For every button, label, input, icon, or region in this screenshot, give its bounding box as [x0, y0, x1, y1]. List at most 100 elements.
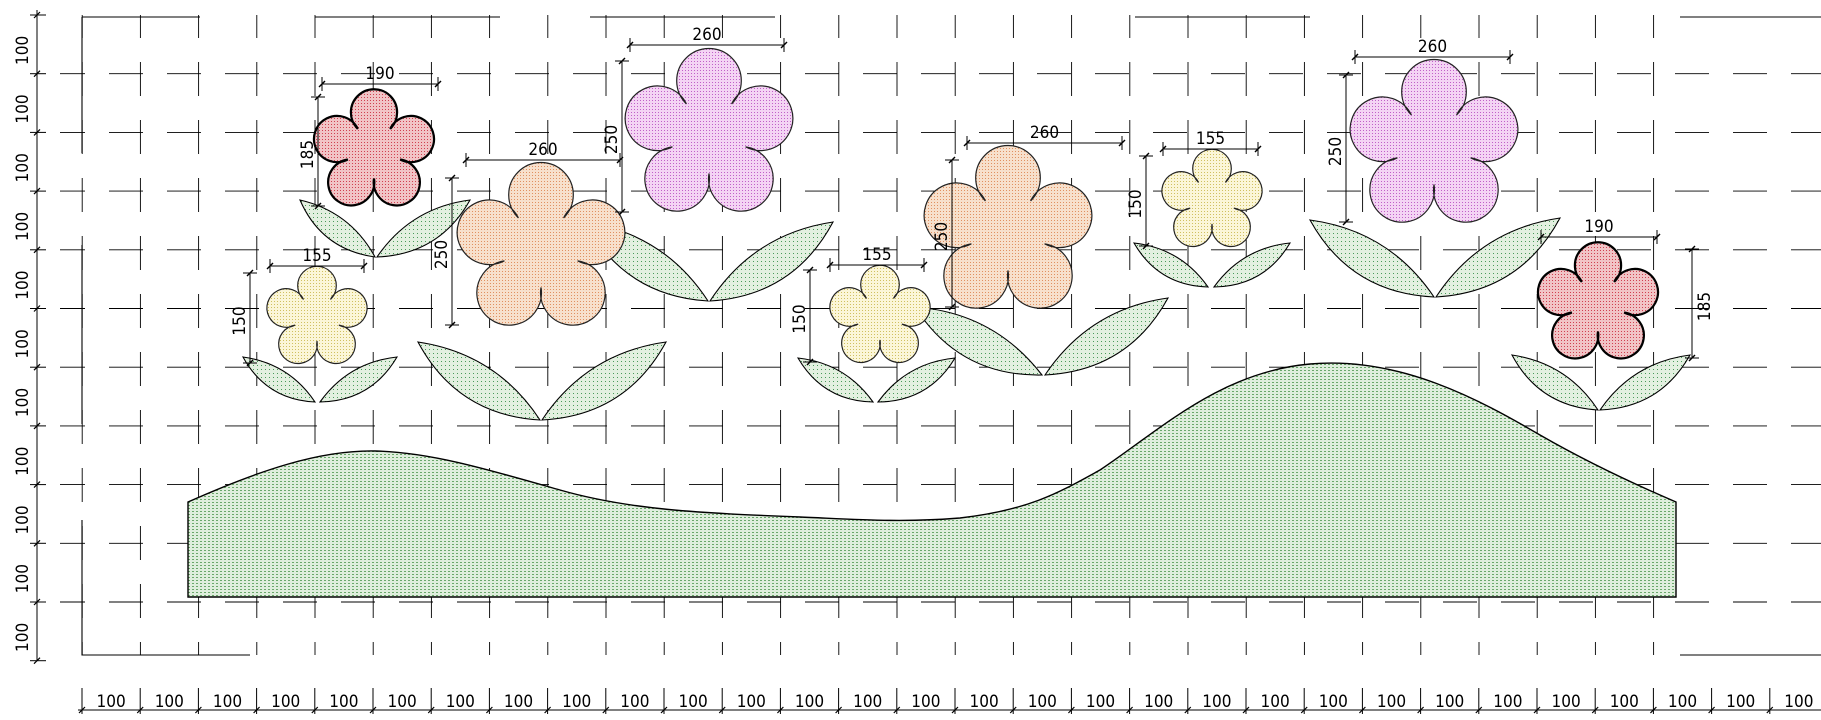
- hill-shape: [187, 362, 1677, 598]
- bottom-scale-slash: [1242, 706, 1250, 714]
- dimension-slash: [1351, 53, 1359, 61]
- dimension-slash: [963, 139, 971, 147]
- left-scale-slash: [33, 657, 41, 665]
- left-scale-slash: [33, 70, 41, 78]
- bottom-scale-label: 100: [1610, 692, 1639, 712]
- bottom-scale-label: 100: [620, 692, 649, 712]
- width-dimension-label: 260: [528, 140, 557, 160]
- flower-red: [1536, 241, 1660, 360]
- frame-line: [81, 520, 250, 656]
- leaf-shape: [876, 357, 957, 403]
- bottom-scale-label: 100: [737, 692, 766, 712]
- leaf-shape: [708, 221, 835, 302]
- left-scale-slash: [33, 246, 41, 254]
- leaf-shape: [1434, 217, 1562, 298]
- left-scale-label: 100: [13, 623, 33, 652]
- bottom-scale-slash: [1184, 706, 1192, 714]
- dimension-slash: [1142, 242, 1150, 250]
- scale-rulers: 100 100 100 100 100 100 100 100 100 100 100 100 100 1…: [13, 10, 1821, 714]
- left-scale-slash: [33, 539, 41, 547]
- bottom-scale-label: 100: [679, 692, 708, 712]
- dimension-slash: [360, 262, 368, 270]
- bottom-scale-slash: [194, 706, 202, 714]
- flower-pink: [624, 48, 794, 212]
- dimension-slash: [1688, 245, 1696, 253]
- dimension-slash: [434, 80, 442, 88]
- height-dimension-label: 250: [1326, 137, 1346, 166]
- bottom-scale-label: 100: [1086, 692, 1115, 712]
- dimension-slash: [826, 261, 834, 269]
- dimension-slash: [1342, 71, 1350, 79]
- dimension-slash: [618, 208, 626, 216]
- bottom-scale-label: 100: [795, 692, 824, 712]
- dimension-slash: [920, 261, 928, 269]
- leaf-shape: [1510, 354, 1600, 411]
- bottom-scale-slash: [835, 706, 843, 714]
- bottom-scale-slash: [951, 706, 959, 714]
- dimension-slash: [1653, 233, 1661, 241]
- bottom-scale-slash: [1300, 706, 1308, 714]
- bottom-scale-slash: [1475, 706, 1483, 714]
- height-dimension-label: 185: [1695, 292, 1715, 321]
- bottom-scale-label: 100: [97, 692, 126, 712]
- leaf-shape: [416, 341, 542, 421]
- leaf-shape: [1308, 219, 1436, 298]
- height-dimension-label: 150: [230, 306, 250, 335]
- bottom-scale-label: 100: [329, 692, 358, 712]
- dimension-slash: [1506, 53, 1514, 61]
- bottom-scale-slash: [718, 706, 726, 714]
- bottom-scale-label: 100: [1552, 692, 1581, 712]
- width-dimension-label: 190: [365, 64, 394, 84]
- bottom-scale-slash: [369, 706, 377, 714]
- dimension-slash: [314, 202, 322, 210]
- width-dimension-label: 260: [1030, 123, 1059, 143]
- height-dimension-label: 185: [298, 140, 318, 169]
- left-scale-slash: [33, 187, 41, 195]
- dimension-slash: [246, 269, 254, 277]
- width-dimension-label: 260: [1418, 37, 1447, 57]
- bottom-scale-slash: [602, 706, 610, 714]
- flower-yellow: [266, 265, 368, 365]
- height-dimension-label: 250: [432, 240, 452, 269]
- dimension-slash: [1688, 354, 1696, 362]
- dimension-slash: [806, 266, 814, 274]
- dimension-slash: [1342, 218, 1350, 226]
- left-scale-slash: [33, 481, 41, 489]
- bottom-scale-label: 100: [1028, 692, 1057, 712]
- left-scale-slash: [33, 598, 41, 606]
- bottom-scale-slash: [136, 706, 144, 714]
- dimension-slash: [948, 156, 956, 164]
- bottom-scale-slash: [1067, 706, 1075, 714]
- bottom-scale-label: 100: [1202, 692, 1231, 712]
- bottom-scale-slash: [1766, 706, 1774, 714]
- height-dimension-label: 250: [932, 222, 952, 251]
- dimension-slash: [1118, 139, 1126, 147]
- height-dimension-label: 150: [1126, 189, 1146, 218]
- dimension-slash: [266, 262, 274, 270]
- bottom-scale-slash: [1358, 706, 1366, 714]
- bottom-scale-slash: [1533, 706, 1541, 714]
- left-scale-label: 100: [13, 505, 33, 534]
- bottom-scale-slash: [1417, 706, 1425, 714]
- leaf-shape: [1043, 297, 1170, 376]
- height-dimension-label: 150: [790, 304, 810, 333]
- left-scale-label: 100: [13, 36, 33, 65]
- bottom-scale-label: 100: [388, 692, 417, 712]
- bottom-scale-slash: [427, 706, 435, 714]
- dimension-slash: [1142, 152, 1150, 160]
- bottom-scale-slash: [776, 706, 784, 714]
- left-scale-label: 100: [13, 271, 33, 300]
- leaf-shape: [1212, 242, 1292, 288]
- bottom-scale-slash: [1126, 706, 1134, 714]
- bottom-scale-slash: [1591, 706, 1599, 714]
- bottom-scale-label: 100: [504, 692, 533, 712]
- leaf-shape: [1598, 354, 1692, 411]
- left-scale-label: 100: [13, 212, 33, 241]
- bottom-scale-slash: [253, 706, 261, 714]
- bottom-scale-label: 100: [1377, 692, 1406, 712]
- left-scale-slash: [33, 128, 41, 136]
- bottom-scale-label: 100: [446, 692, 475, 712]
- left-scale-label: 100: [13, 329, 33, 358]
- height-dimension-label: 250: [602, 125, 622, 154]
- hill-layer: [187, 362, 1677, 598]
